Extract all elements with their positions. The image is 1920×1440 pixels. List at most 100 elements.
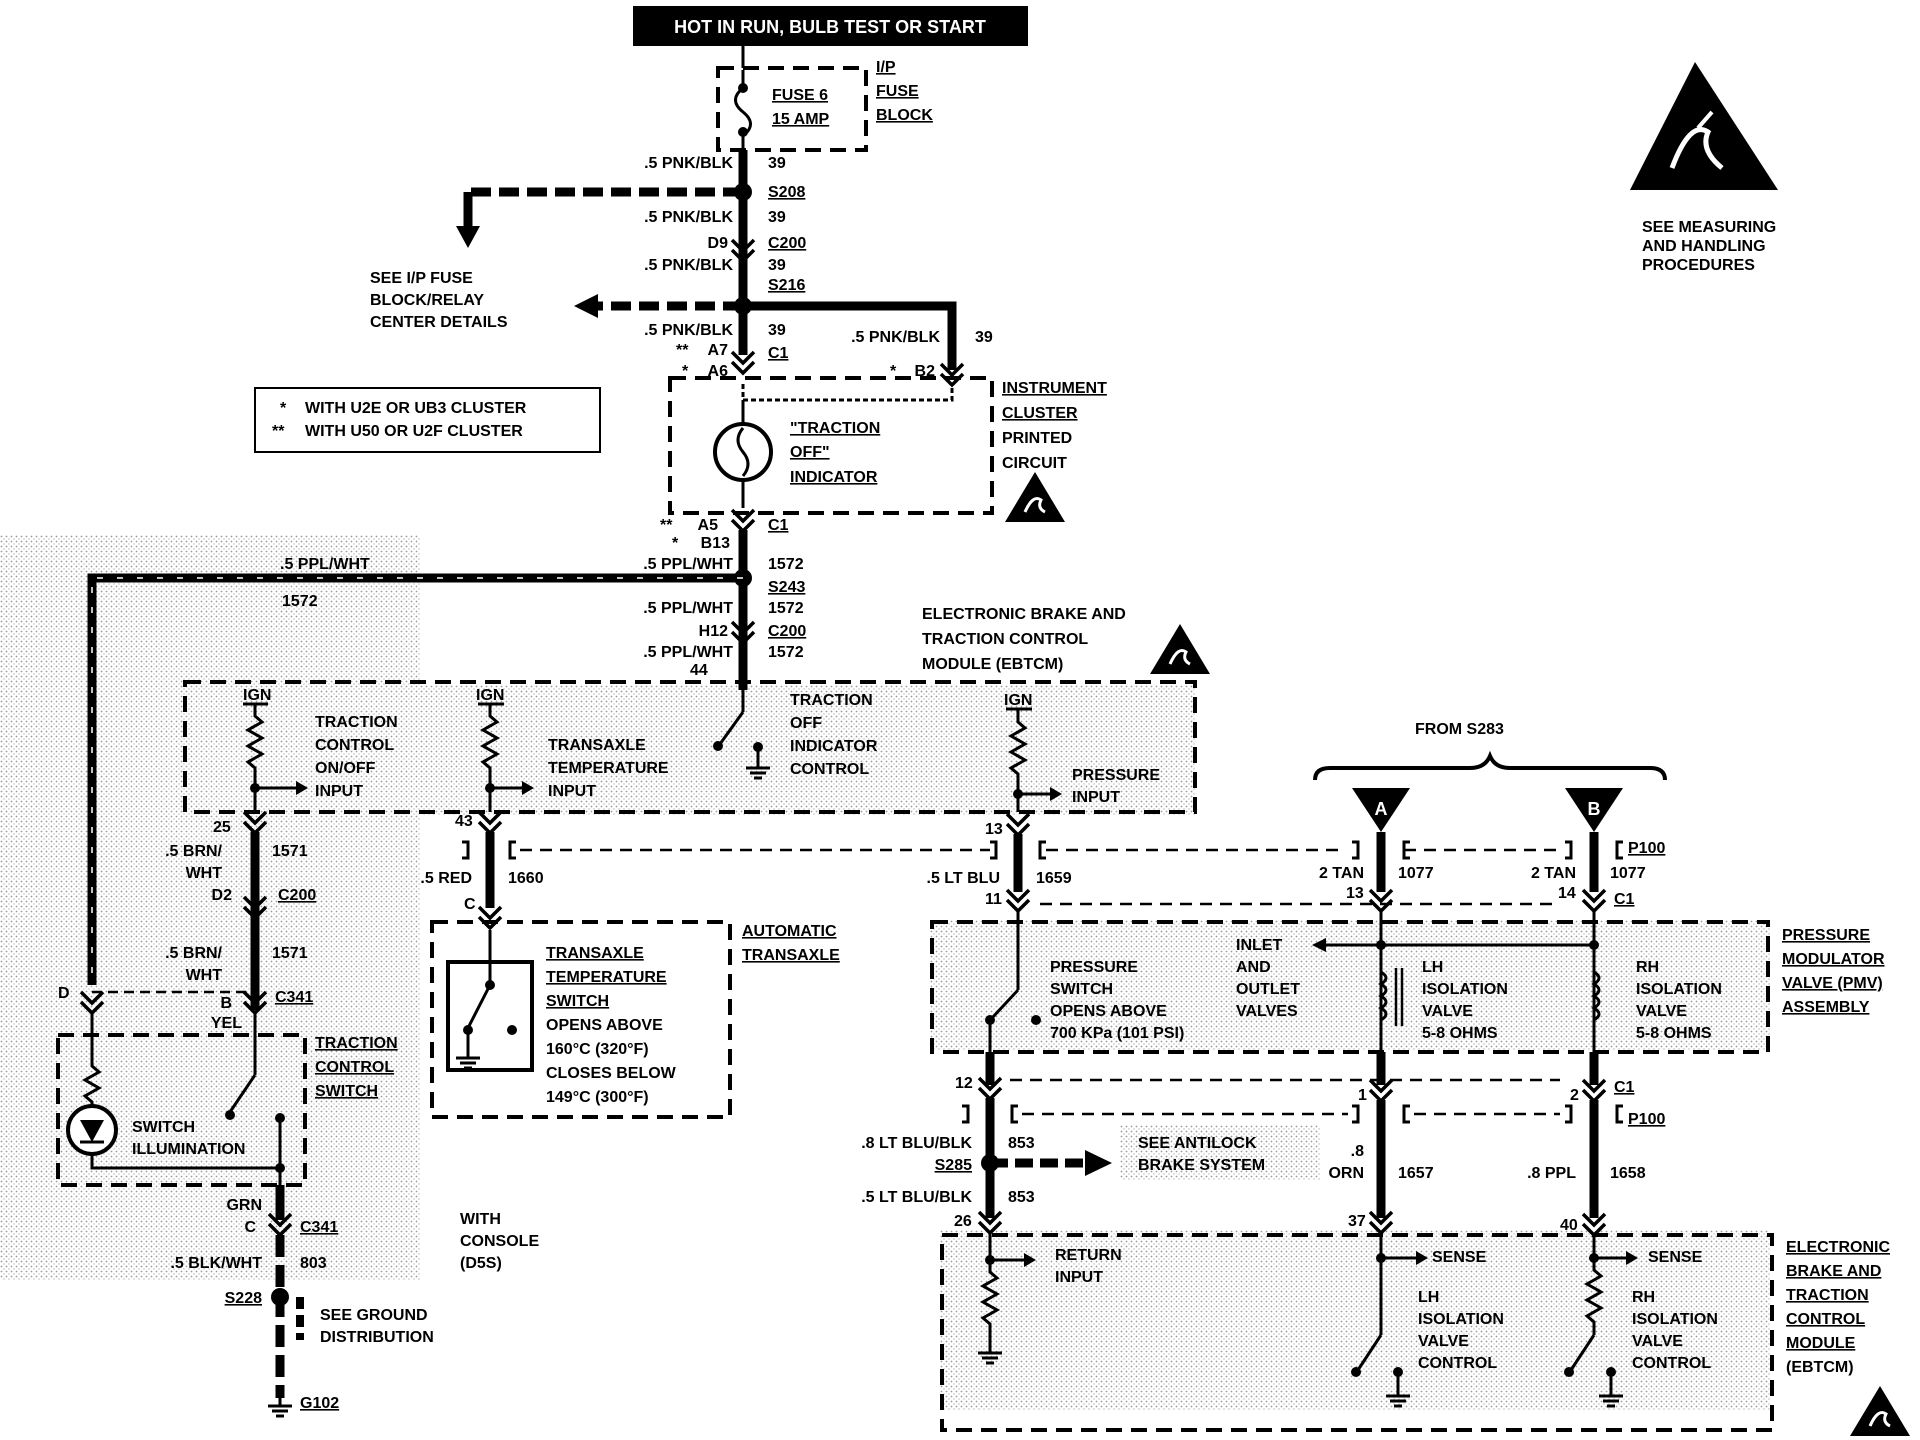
rh-label-4: 5-8 OHMS: [1636, 1025, 1712, 1042]
connector-14: [1581, 888, 1607, 913]
pin-b: B: [220, 995, 232, 1012]
tcs-switch-blade: [228, 1074, 257, 1113]
lamp-filament: [736, 427, 750, 477]
pmv-label-2: MODULATOR: [1782, 951, 1885, 968]
iv-label-2: AND: [1236, 959, 1271, 976]
marker-single-a6: *: [682, 363, 689, 380]
connector-p100-label-top: P100: [1628, 840, 1665, 857]
to-label-4: CONTROL: [790, 761, 869, 778]
connector-c200-h12-label: C200: [768, 623, 806, 640]
brn-wht-label-2a: .5 BRN/: [165, 945, 222, 962]
lh-ctrl-3: VALVE: [1418, 1333, 1469, 1350]
conn-bracket-13-r: [1038, 840, 1046, 860]
lh-label-4: 5-8 OHMS: [1422, 1025, 1498, 1042]
tt-label-1: TRANSAXLE: [548, 737, 646, 754]
tcs-label-3: SWITCH: [315, 1083, 378, 1100]
indicator-label-2: OFF": [790, 444, 830, 461]
wire-label-3: .5 PNK/BLK: [644, 257, 733, 274]
wire-circuit-3: 39: [768, 257, 786, 274]
esd-cluster-icon: [1003, 470, 1067, 524]
splice-s228-label: S228: [225, 1290, 262, 1307]
ebtcm-b-1: ELECTRONIC: [1786, 1239, 1890, 1256]
fuse-block-label-2: FUSE: [876, 83, 919, 100]
illum-label-1: SWITCH: [132, 1119, 195, 1136]
connector-c-transaxle: [477, 905, 503, 930]
illum-label-2: ILLUMINATION: [132, 1141, 245, 1158]
connector-p100-label-lower: P100: [1628, 1111, 1665, 1128]
wire-ppl-wht-stripe: [91, 577, 743, 985]
rh-label-3: VALVE: [1636, 1003, 1687, 1020]
orn-label: ORN: [1328, 1165, 1364, 1182]
fuse-terminal-top: [738, 83, 748, 93]
tan-circuit-b: 1077: [1610, 865, 1646, 882]
pr-label-2: INPUT: [1072, 789, 1120, 806]
fuse-block-box: [716, 66, 868, 152]
see-antilock-line2: BRAKE SYSTEM: [1138, 1157, 1265, 1174]
branch-s208-arrow-icon: [456, 226, 480, 248]
splice-s208-label: S208: [768, 184, 805, 201]
rh-sense-arrow-icon: [1626, 1251, 1638, 1265]
connector-13: [1005, 812, 1031, 837]
ebtcm-bottom-box: [940, 1233, 1774, 1432]
connector-c341-label-top: C341: [275, 989, 313, 1006]
rh-label-2: ISOLATION: [1636, 981, 1722, 998]
pin-a5: A5: [698, 517, 719, 534]
splice-s228: [271, 1288, 289, 1306]
ps-label-4: 700 KPa (101 PSI): [1050, 1025, 1184, 1042]
marker-single-b13: *: [672, 535, 679, 552]
orn-gauge: .8: [1351, 1143, 1364, 1160]
wire-label-4: .5 PNK/BLK: [644, 322, 733, 339]
fuse-block-label-1: I/P: [876, 59, 896, 76]
wire-circuit-4: 39: [768, 322, 786, 339]
rh-sense: SENSE: [1648, 1249, 1703, 1266]
see-ip-line1: SEE I/P FUSE: [370, 270, 473, 287]
esd-note-line3: PROCEDURES: [1642, 257, 1755, 274]
tc-label-2: CONTROL: [315, 737, 394, 754]
transaxle-switch-blade: [466, 984, 492, 1029]
tan-label-a: 2 TAN: [1319, 865, 1364, 882]
tt-sw-1: TRANSAXLE: [546, 945, 644, 962]
connector-c1-a6: [730, 350, 756, 375]
console-line1: WITH: [460, 1211, 501, 1228]
lh-label-3: VALVE: [1422, 1003, 1473, 1020]
pin-c-transaxle: C: [464, 896, 476, 913]
return-input-arrow-icon: [1024, 1253, 1036, 1267]
fuse-symbol: [734, 70, 752, 150]
s283-brace: [1313, 750, 1667, 781]
lt-blu-blk-label-1: .8 LT BLU/BLK: [861, 1135, 972, 1152]
pin-d9: D9: [708, 235, 729, 252]
cluster-label-2: CLUSTER: [1002, 405, 1078, 422]
ppl-wht-label-1: .5 PPL/WHT: [643, 556, 733, 573]
pin-44: 44: [690, 662, 708, 679]
indicator-label-1: "TRACTION: [790, 420, 880, 437]
marker-double-a5: **: [660, 517, 673, 534]
see-ip-line2: BLOCK/RELAY: [370, 292, 484, 309]
ebtcm-title-3: MODULE (EBTCM): [922, 656, 1063, 673]
pin-13: 13: [985, 821, 1003, 838]
ebtcm-b-2: BRAKE AND: [1786, 1263, 1881, 1280]
pin-d2: D2: [212, 887, 233, 904]
pressure-switch-blade: [990, 988, 1020, 1020]
connector-c341-label-bottom: C341: [300, 1219, 338, 1236]
ebtcm-title-2: TRACTION CONTROL: [922, 631, 1088, 648]
lh-ctrl-2: ISOLATION: [1418, 1311, 1504, 1328]
conn-bracket-2-r: [1615, 1104, 1623, 1124]
rh-ctrl-4: CONTROL: [1632, 1355, 1711, 1372]
ppl-wht-circuit-left: 1572: [282, 593, 318, 610]
connector-13b: [1368, 888, 1394, 913]
to-label-1: TRACTION: [790, 692, 873, 709]
ri-label-1: RETURN: [1055, 1247, 1122, 1264]
conn-bracket-1: [1352, 1104, 1360, 1124]
fuse-name: FUSE 6: [772, 87, 828, 104]
brn-wht-label-2b: WHT: [186, 967, 223, 984]
connector-43: [477, 810, 503, 835]
connector-c1-label-pmv: C1: [1614, 891, 1635, 908]
ign-3: IGN: [1004, 692, 1032, 709]
ps-label-2: SWITCH: [1050, 981, 1113, 998]
tt-sw-4: OPENS ABOVE: [546, 1017, 663, 1034]
rh-label-1: RH: [1636, 959, 1659, 976]
rh-isolation-coil: [1591, 970, 1601, 1022]
see-ground-line1: SEE GROUND: [320, 1307, 428, 1324]
tc-input-arrow-icon: [296, 781, 308, 795]
